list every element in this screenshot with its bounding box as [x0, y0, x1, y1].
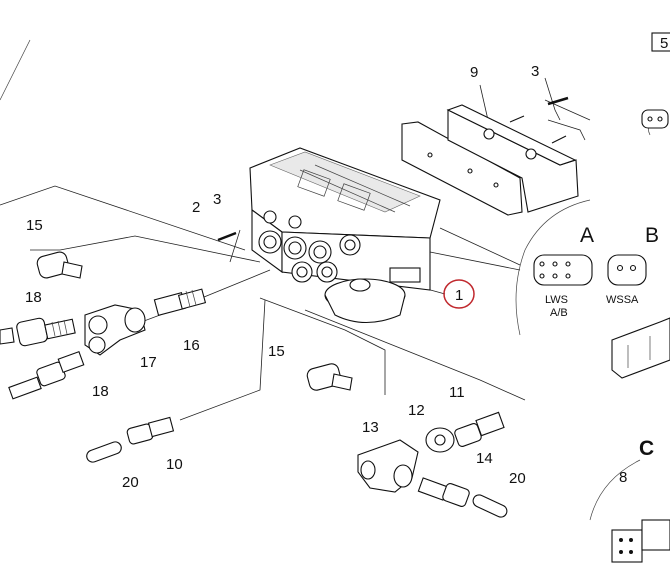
tee-connector-17 [84, 304, 146, 356]
connector-letter-c: C [639, 437, 654, 460]
elbow-fitting-15b [306, 363, 353, 391]
harness-connector [611, 317, 670, 379]
connector-8 [611, 519, 670, 563]
pin-20a [86, 441, 122, 463]
label-1: 1 [455, 287, 463, 304]
label-20-right: 20 [509, 470, 526, 487]
cap-12 [425, 427, 455, 453]
connector-letter-b: B [645, 224, 659, 247]
label-16: 16 [183, 337, 200, 354]
lws-ab-label: A/B [550, 307, 568, 319]
label-18-lower: 18 [92, 383, 109, 400]
label-15-center: 15 [268, 343, 285, 360]
elbow-connector-13 [357, 439, 419, 493]
page-number: 5 [660, 35, 668, 52]
label-15-left: 15 [26, 217, 43, 234]
connector-pinout-a [533, 254, 593, 286]
label-3-top: 3 [531, 63, 539, 80]
leader-lines [0, 77, 591, 421]
label-17: 17 [140, 354, 157, 371]
fitting-11 [454, 411, 505, 447]
page-number-box: 5 [651, 32, 670, 52]
modulator-body [249, 147, 441, 323]
fitting-16 [153, 288, 207, 317]
elbow-fitting-15a [36, 251, 83, 279]
fitting-14 [417, 477, 470, 507]
wssa-label: WSSA [606, 294, 639, 306]
pin-20b [472, 494, 508, 518]
label-11: 11 [449, 384, 465, 401]
mounting-bracket [401, 104, 579, 216]
label-10: 10 [166, 456, 183, 473]
label-3-left: 3 [213, 191, 221, 208]
label-13: 13 [362, 419, 379, 436]
label-9: 9 [470, 64, 478, 81]
label-12: 12 [408, 402, 425, 419]
fitting-18b [8, 350, 85, 400]
fitting-10 [126, 416, 175, 445]
small-component [641, 109, 669, 129]
label-2: 2 [192, 199, 200, 216]
label-20-left: 20 [122, 474, 139, 491]
lws-label: LWS [545, 294, 568, 306]
label-18-upper: 18 [25, 289, 42, 306]
connector-letter-a: A [580, 224, 594, 247]
connector-pinout-b [607, 254, 647, 286]
label-8: 8 [619, 469, 627, 486]
highlight-circle [443, 279, 475, 309]
label-14: 14 [476, 450, 493, 467]
fitting-18a [0, 317, 76, 347]
